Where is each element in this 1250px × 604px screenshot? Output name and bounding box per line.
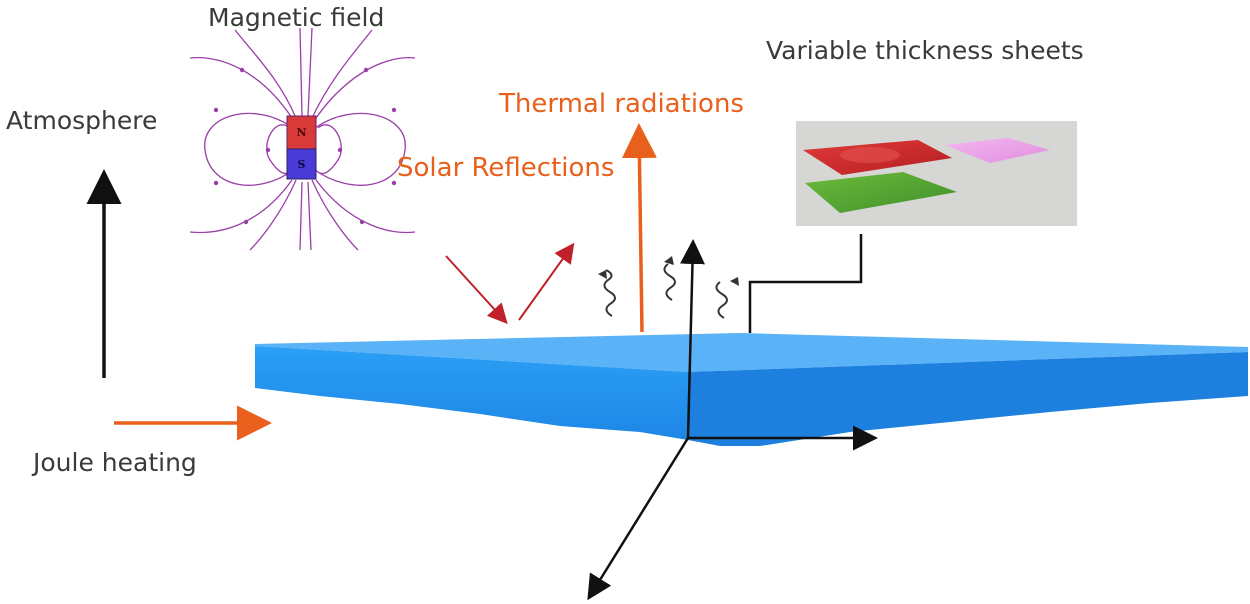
variable-thickness-inset [796, 121, 1077, 226]
y-axis [587, 437, 690, 601]
variable-thickness-sheets-label: Variable thickness sheets [766, 36, 1084, 65]
field-arrow-dot [337, 147, 343, 153]
heat-wave-2-head [664, 256, 674, 265]
field-line-mid-left [266, 124, 291, 175]
joule-heating-label: Joule heating [33, 448, 197, 477]
field-line-center-bottom2 [307, 181, 312, 251]
thermal-radiation-arrow [621, 123, 657, 333]
coordinate-axes [587, 239, 878, 601]
field-arrow-dot [213, 180, 219, 186]
magnetic-field-label: Magnetic field [208, 3, 385, 32]
sheet-top-face [255, 333, 1248, 372]
red-sheet-bump [840, 147, 900, 163]
magnet-south-pole [286, 148, 317, 180]
field-arrow-dot [363, 67, 369, 73]
reflected-ray-arrow [518, 242, 575, 321]
field-line-inner-right [314, 112, 406, 186]
field-arrow-dot [243, 219, 249, 225]
z-axis [679, 239, 705, 439]
incident-ray-arrow [445, 255, 508, 324]
field-line-outer-right-bottom [315, 179, 416, 234]
field-direction-arrows [213, 67, 397, 225]
heat-wave-3-head [730, 277, 739, 286]
heat-wave-3 [715, 281, 728, 319]
magnetic-field-diagram [189, 27, 416, 251]
field-arrow-dot [359, 219, 365, 225]
heat-wave-1 [603, 269, 616, 317]
heat-wave-2 [663, 263, 676, 301]
field-arrow-dot [391, 107, 397, 113]
magnet-north-label: N [296, 126, 306, 139]
atmosphere-label: Atmosphere [6, 106, 158, 135]
blue-sheet [255, 333, 1248, 446]
heat-wave-symbols [598, 256, 739, 319]
solar-reflection-arrows [445, 242, 575, 324]
field-line-mid-right [317, 124, 342, 175]
field-line-outer-left-bottom [189, 179, 293, 234]
field-line-outer-right-bottom2 [311, 179, 359, 251]
field-arrow-dot [391, 180, 397, 186]
thermal-radiations-label: Thermal radiations [499, 89, 744, 119]
solar-reflections-label: Solar Reflections [397, 153, 615, 183]
field-arrow-dot [265, 147, 271, 153]
field-line-outer-left-top2 [234, 29, 297, 119]
field-line-outer-right-top2 [311, 29, 373, 119]
field-line-center-bottom [299, 181, 303, 251]
sheet-front-face [255, 346, 688, 440]
field-line-outer-right-top [315, 56, 416, 119]
green-sheet [805, 172, 957, 213]
field-arrow-dot [239, 67, 245, 73]
field-line-outer-left-bottom2 [249, 179, 297, 251]
sheet-side-face [688, 352, 1248, 446]
field-line-outer-left-top [189, 56, 293, 119]
inset-leader-line [748, 234, 863, 333]
pink-sheet [945, 138, 1050, 163]
heat-wave-1-head [598, 270, 607, 279]
field-line-inner-left [204, 112, 294, 186]
field-line-center-top [299, 27, 303, 117]
field-line-center-top2 [307, 27, 313, 117]
field-arrow-dot [213, 107, 219, 113]
bar-magnet: N S [286, 115, 317, 180]
magnet-south-label: S [298, 158, 306, 171]
